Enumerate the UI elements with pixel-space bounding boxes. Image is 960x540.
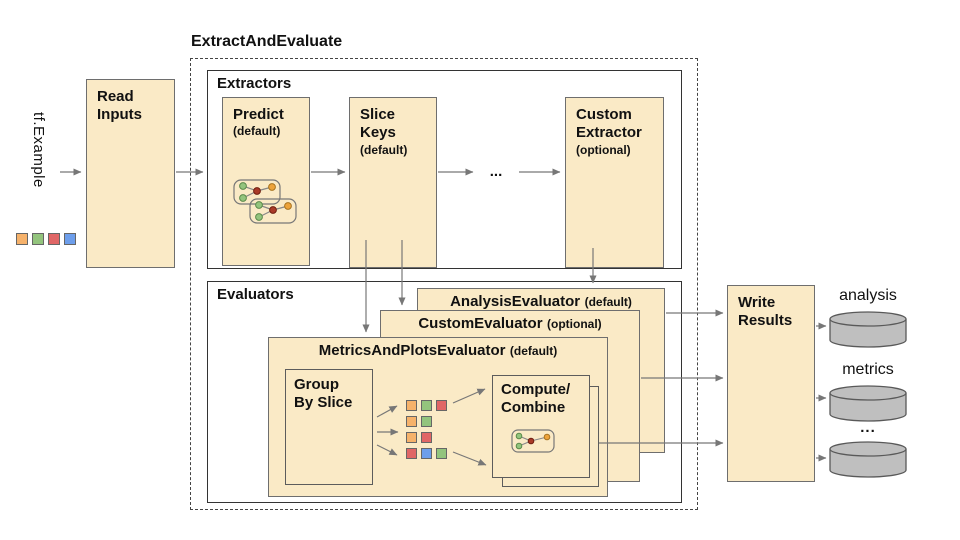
red-square (406, 448, 417, 459)
orange-square (406, 400, 417, 411)
compute-combine-label: Compute/ Combine (501, 381, 571, 417)
orange-square (406, 416, 417, 427)
evaluators-label: Evaluators (217, 286, 294, 303)
analysis-db-cylinder (829, 311, 907, 348)
green-square (421, 416, 432, 427)
extractors-label: Extractors (217, 75, 292, 92)
group-by-slice-box: Group By Slice (285, 369, 373, 485)
metrics-and-plots-evaluator-subtitle: (default) (509, 344, 558, 358)
more-db-cylinder (829, 441, 907, 478)
red-square (48, 233, 60, 245)
slice-keys-box: Slice Keys (default) (349, 97, 437, 268)
slice-keys-subtitle: (default) (360, 142, 408, 157)
write-results-box: Write Results (727, 285, 815, 482)
write-results-label: Write Results (738, 294, 793, 330)
orange-square (406, 432, 417, 443)
red-square (421, 432, 432, 443)
custom-extractor-title: Custom Extractor (576, 106, 642, 142)
evaluators-container: Evaluators (207, 281, 682, 503)
extractors-ellipsis: ... (489, 163, 503, 180)
metrics-and-plots-evaluator-title: MetricsAndPlotsEvaluator (318, 342, 506, 359)
green-square (436, 448, 447, 459)
custom-evaluator-title: CustomEvaluator (418, 315, 543, 332)
green-square (421, 400, 432, 411)
orange-square (16, 233, 28, 245)
tf-example-squares (16, 233, 76, 250)
red-square (436, 400, 447, 411)
read-inputs-box: Read Inputs (86, 79, 175, 268)
tf-example-label: tf.Example (30, 112, 47, 188)
metrics-output-label: metrics (842, 361, 894, 378)
extractors-container: Extractors (207, 70, 682, 269)
combine-graph-icon (511, 429, 555, 453)
analysis-evaluator-title: AnalysisEvaluator (450, 293, 581, 310)
read-inputs-label: Read Inputs (97, 88, 142, 124)
custom-extractor-subtitle: (optional) (576, 142, 631, 157)
blue-square (64, 233, 76, 245)
metrics-db-cylinder (829, 385, 907, 422)
extract-and-evaluate-frame (190, 58, 698, 510)
slice-keys-title: Slice Keys (360, 106, 396, 142)
blue-square (421, 448, 432, 459)
predict-subtitle: (default) (233, 124, 281, 139)
model-graph-icon (233, 179, 297, 224)
more-outputs-label: ... (860, 419, 876, 436)
compute-combine-box: Compute/ Combine (492, 375, 590, 478)
slice-groups-squares (406, 400, 447, 464)
custom-evaluator-subtitle: (optional) (547, 317, 602, 331)
pipeline-title: ExtractAndEvaluate (191, 33, 343, 50)
custom-extractor-box: Custom Extractor (optional) (565, 97, 664, 268)
group-by-slice-label: Group By Slice (294, 376, 353, 412)
green-square (32, 233, 44, 245)
analysis-output-label: analysis (839, 287, 897, 304)
predict-title: Predict (233, 106, 284, 123)
analysis-evaluator-subtitle: (default) (584, 295, 632, 309)
